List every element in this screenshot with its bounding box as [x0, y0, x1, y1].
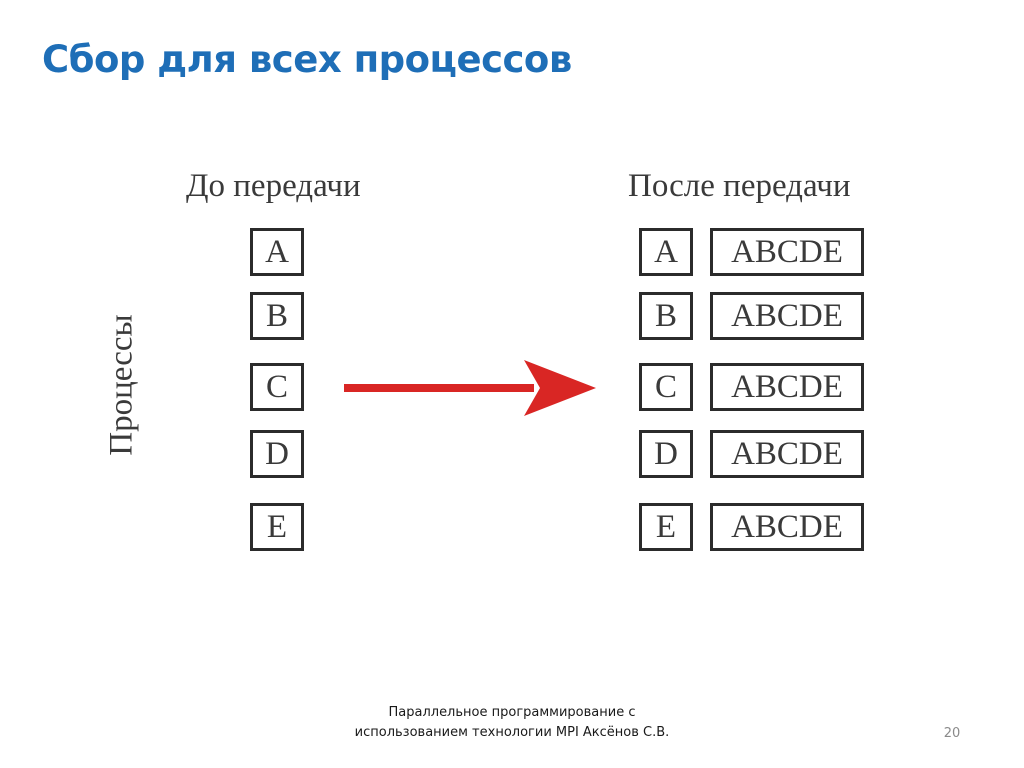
processes-axis-label: Процессы — [103, 314, 140, 456]
gathered-result-box: ABCDE — [710, 363, 864, 411]
before-process-box: E — [250, 503, 304, 551]
before-heading: До передачи — [186, 168, 361, 204]
arrow-head — [524, 360, 596, 416]
gathered-result-box: ABCDE — [710, 503, 864, 551]
page-number: 20 — [943, 726, 961, 741]
footer-text: Параллельное программирование с использо… — [354, 705, 670, 740]
after-process-box: B — [639, 292, 693, 340]
after-process-box: E — [639, 503, 693, 551]
before-process-box: C — [250, 363, 304, 411]
gathered-result-box: ABCDE — [710, 228, 864, 276]
gathered-result-box: ABCDE — [710, 430, 864, 478]
after-process-box: C — [639, 363, 693, 411]
after-process-box: A — [639, 228, 693, 276]
before-process-box: D — [250, 430, 304, 478]
arrow-shaft — [344, 384, 534, 392]
gathered-result-box: ABCDE — [710, 292, 864, 340]
before-process-box: A — [250, 228, 304, 276]
after-heading: После передачи — [628, 168, 851, 204]
transfer-arrow — [344, 360, 596, 416]
after-process-box: D — [639, 430, 693, 478]
slide-title: Сбор для всех процессов — [42, 38, 572, 81]
before-process-box: B — [250, 292, 304, 340]
